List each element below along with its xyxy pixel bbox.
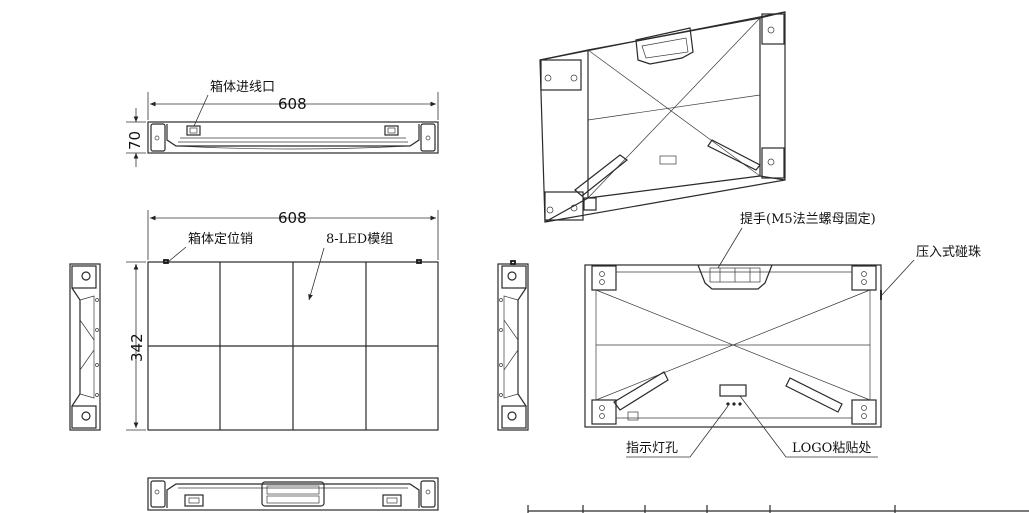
- dim-height: [126, 261, 146, 431]
- label-indicator-hole: 指示灯孔: [626, 441, 678, 456]
- dim-width-top: [147, 92, 439, 120]
- table-border-fragment: [527, 505, 1029, 513]
- leader-press-bead: [880, 259, 915, 297]
- dim-depth-value: 70: [126, 131, 144, 150]
- right-side-view: [497, 260, 529, 431]
- front-view: [147, 259, 439, 431]
- left-side-view: [69, 263, 101, 431]
- label-cable-inlet: 箱体进线口: [210, 79, 275, 95]
- dim-height-value: 342: [128, 333, 146, 362]
- top-view: [147, 121, 439, 154]
- dim-width-top-value: 608: [278, 95, 307, 113]
- dim-depth: [126, 108, 146, 167]
- bottom-view: [147, 477, 439, 511]
- isometric-view: [539, 11, 786, 223]
- leader-handle: [717, 227, 743, 269]
- label-logo-area: LOGO粘贴处: [792, 441, 871, 456]
- label-handle: 提手(M5法兰螺母固定): [740, 211, 876, 227]
- dim-width-front-value: 608: [278, 209, 307, 227]
- label-locating-pin: 箱体定位销: [188, 231, 253, 247]
- leader-indicator-hole: [626, 405, 729, 458]
- label-led-modules: 8-LED模组: [326, 232, 393, 247]
- leader-led-modules: [308, 247, 325, 301]
- leader-cable-inlet: [193, 94, 209, 127]
- dim-width-front: [147, 210, 439, 260]
- label-press-bead: 压入式碰珠: [916, 245, 981, 260]
- leader-locating-pin: [167, 246, 187, 263]
- rear-view: [584, 264, 882, 428]
- leader-logo-area: [739, 395, 878, 458]
